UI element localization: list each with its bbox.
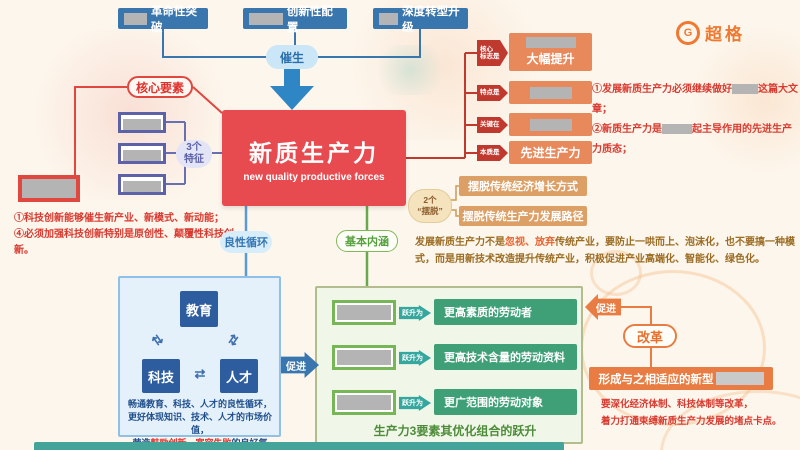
factor-box-3 [332,390,396,415]
top-box-3: 深度转型升级 [373,6,468,34]
feature-box-2 [118,143,166,164]
leap-arrow-1: 跃升为 [399,305,431,321]
tag-trait: 特点是 [477,85,508,101]
redacted-block [525,37,576,48]
top-box-2: 创新性配置 [243,6,347,34]
right-notes: ①发展新质生产力必须继续做好这篇大文章； ②新质生产力是起主导作用的先进生产力质… [592,80,798,160]
brand-g-icon: G [676,20,700,45]
feature-box-3 [118,174,166,195]
baituo-item-2: 摆脱传统生产力发展路径 [459,206,587,226]
brand-logo: G 超格 [676,20,745,45]
note-text: 发展新质生产力不是 [415,237,505,248]
note-text: 起主导作用的先进生产力质态； [592,124,792,155]
redacted-block [337,305,391,320]
virtuous-cycle-link: 良性循环 [220,231,272,253]
redacted-block [123,119,161,130]
note-line-2: 更好体现知识、技术、人才的市场价值， [127,412,272,436]
note-text: ①发展新质生产力必须继续做好 [592,84,732,95]
redacted-block [337,350,391,365]
leap-arrow-3: 跃升为 [399,395,431,411]
cuisheng-connector: 催生 [266,45,318,69]
leap-result-2: 更高技术含量的劳动资料 [434,344,577,370]
reform-box: 形成与之相适应的新型 [589,367,773,390]
redacted-block [529,118,572,131]
right-note-2: ②新质生产力是起主导作用的先进生产力质态； [592,120,798,160]
bottom-bar [34,442,564,450]
top-box-label: 创新性配置 [286,5,333,34]
leap-result-3: 更广范围的劳动对象 [434,389,577,415]
top-box-label: 革命性突破 [151,5,198,34]
redacted-block [123,181,161,192]
center-title: 新质生产力 [249,139,379,166]
right-note-1: ①发展新质生产力必须继续做好这篇大文章； [592,80,798,120]
feature-box-1 [118,112,166,133]
value-essence: 先进生产力 [509,141,592,164]
double-arrow-horizontal: ⇄ [194,366,206,381]
basic-connotation-link: 基本内涵 [336,230,398,252]
industry-note: 发展新质生产力不是忽视、放弃传统产业，要防止一哄而上、泡沫化，也不要搞一种模式，… [415,234,795,268]
reform-note-2: 着力打通束缚新质生产力发展的堵点卡点。 [601,415,782,427]
factor-box-1 [332,300,396,325]
top-box-label: 深度转型升级 [402,5,460,34]
baituo-badge: 2个 “摆脱” [408,189,452,223]
center-topic: 新质生产力 new quality productive forces [222,110,406,206]
left-note-2: ④必须加强科技创新特别是原创性、颠覆性科技创新。 [14,229,234,256]
tag-essence: 本质是 [477,145,508,161]
center-subtitle: new quality productive forces [243,171,385,183]
note-line-1: 畅通教育、科技、人才的良性循环， [127,399,272,409]
leap-arrow-2: 跃升为 [399,350,431,366]
node-science: 科技 [142,359,180,393]
redacted-block [662,124,692,135]
productivity-caption: 生产力3要素其优化组合的跃升 [373,424,537,438]
baituo-item-1: 摆脱传统经济增长方式 [459,176,587,196]
left-note-1: ①科技创新能够催生新产业、新模式、新动能； [14,213,224,224]
brand-name: 超格 [705,25,745,44]
value-trait [509,81,592,104]
value-key [509,113,592,136]
tag-key: 关键在 [477,117,508,133]
reform-oval: 改革 [623,324,677,348]
note-text: ②新质生产力是 [592,124,662,135]
factor-box-2 [332,345,396,370]
redacted-block [379,12,399,25]
redacted-block [337,395,391,410]
three-features-bracket: 3个 特征 [176,140,212,168]
reform-note-1: 要深化经济体制、科技体制等改革， [601,399,754,410]
left-redacted-box [18,175,80,202]
note-highlight: 忽视、放弃 [505,237,555,248]
reform-notes: 要深化经济体制、科技体制等改革， 着力打通束缚新质生产力发展的堵点卡点。 [601,397,797,430]
redacted-block [529,86,572,99]
core-elements-tag: 核心要素 [127,76,193,98]
top-box-1: 革命性突破 [118,6,208,34]
redacted-block [715,372,764,385]
redacted-block [249,12,283,25]
note-text: 传统产业，要防止一哄而上、泡沫化，也不要搞一种模式，而是用新技术改造提升传统产业… [415,237,795,265]
note-text: 这篇大文章； [592,84,798,115]
reform-box-label: 形成与之相适应的新型 [598,373,714,386]
redacted-block [123,150,161,161]
left-notes: ①科技创新能够催生新产业、新模式、新动能； ④必须加强科技创新特别是原创性、颠覆… [14,211,252,259]
redacted-block [124,12,148,25]
node-education: 教育 [180,291,218,327]
value-core-mark: 大幅提升 [509,33,592,71]
value-label: 大幅提升 [526,52,575,66]
node-talent: 人才 [220,359,258,393]
leap-result-1: 更高素质的劳动者 [434,299,577,325]
redacted-block [732,84,758,95]
